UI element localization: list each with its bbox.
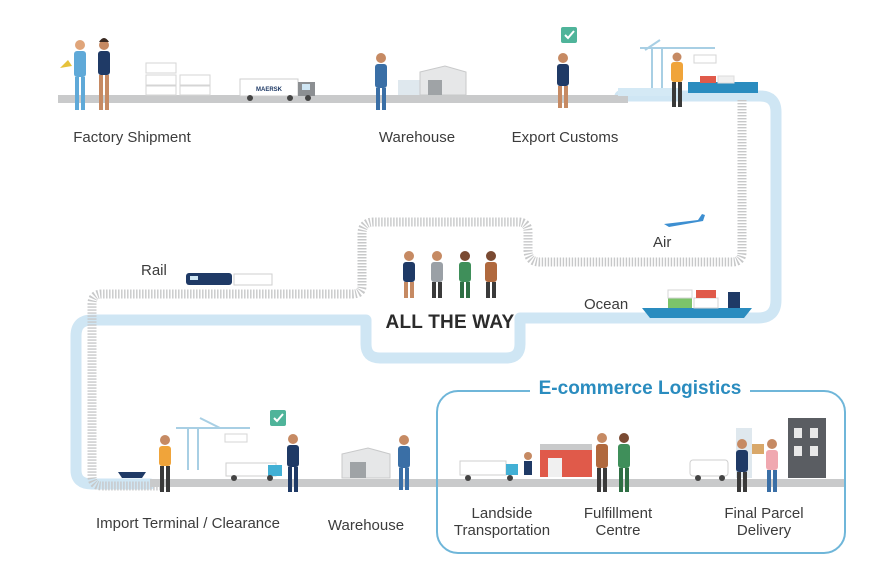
landside-line-1: Landside [471, 505, 533, 522]
airplane-icon [664, 214, 705, 227]
stage-label-warehouse-1: Warehouse [378, 129, 456, 146]
factory-workers-illustration [60, 38, 110, 110]
export-port [618, 39, 758, 107]
final-line-2: Delivery [736, 522, 792, 539]
check-icon [561, 27, 577, 43]
fulfillment-line-1: Fulfillment [583, 505, 653, 522]
road-top [58, 95, 628, 103]
fulfillment-centre [540, 433, 630, 492]
sea-route [70, 90, 782, 490]
stage-label-air: Air [653, 234, 672, 251]
stage-label-ocean: Ocean [584, 296, 629, 313]
all-the-way-team [403, 251, 497, 298]
warehouse-building-1 [398, 65, 467, 96]
stage-label-final-parcel-delivery: Final Parcel Delivery [712, 505, 816, 539]
stage-label-factory-shipment: Factory Shipment [73, 129, 191, 146]
stage-label-landside-transportation: Landside Transportation [444, 505, 560, 539]
export-customs-officer [557, 27, 577, 108]
maersk-truck-1: MAERSK [239, 78, 315, 101]
warehouse-worker-1 [375, 53, 387, 110]
ecommerce-logistics-title: E-commerce Logistics [530, 378, 750, 400]
warehouse-building-2 [341, 435, 410, 490]
check-icon [270, 410, 286, 426]
stage-label-fulfillment-centre: Fulfillment Centre [568, 505, 668, 539]
rail-train [186, 273, 273, 286]
rail-right [87, 100, 747, 491]
stage-label-rail: Rail [141, 262, 167, 279]
stage-label-export-customs: Export Customs [511, 129, 619, 146]
fulfillment-line-2: Centre [595, 522, 641, 539]
stage-label-import-terminal: Import Terminal / Clearance [96, 515, 280, 532]
all-the-way-title: ALL THE WAY [385, 312, 515, 333]
landside-truck [459, 452, 532, 481]
final-line-1: Final Parcel [724, 505, 804, 522]
final-delivery [689, 418, 826, 492]
import-terminal [118, 410, 299, 492]
road-bottom [150, 479, 845, 487]
stage-label-warehouse-2: Warehouse [327, 517, 405, 534]
ocean-ship [642, 289, 752, 318]
landside-line-2: Transportation [453, 522, 551, 539]
truck-brand-text: MAERSK [256, 87, 283, 93]
shipment-boxes [145, 62, 211, 96]
